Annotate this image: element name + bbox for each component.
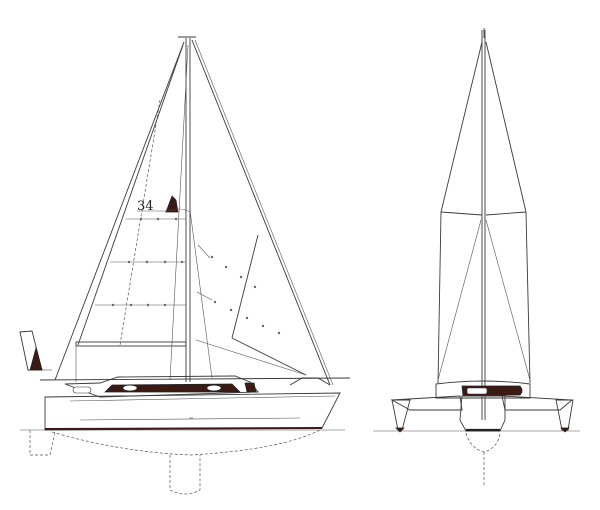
- main-hull: [44, 392, 341, 431]
- front-main-hull: [459, 395, 506, 487]
- mainsail: [75, 44, 187, 382]
- sail-number: 34: [137, 199, 154, 214]
- upper-shroud-left: [440, 41, 483, 213]
- backstay: [54, 41, 185, 381]
- front-cabin: [435, 380, 531, 399]
- float-right: [555, 399, 574, 431]
- spreader-right: [485, 211, 527, 216]
- emblem-icon: [165, 195, 179, 213]
- jib-sail: [195, 234, 307, 376]
- underwater-profile: [29, 429, 321, 495]
- cabin: [64, 375, 259, 398]
- lifeline: [39, 377, 351, 381]
- spreader-left: [440, 211, 483, 216]
- crossbeam-right: [501, 395, 574, 411]
- forestay: [191, 39, 331, 386]
- sail-insignia: 34: [137, 195, 191, 214]
- rudder: [19, 330, 52, 371]
- upper-shroud-right: [485, 41, 527, 213]
- bow-pulpit: [289, 377, 331, 386]
- crossbeam-left: [390, 395, 463, 411]
- front-mast: [481, 28, 486, 420]
